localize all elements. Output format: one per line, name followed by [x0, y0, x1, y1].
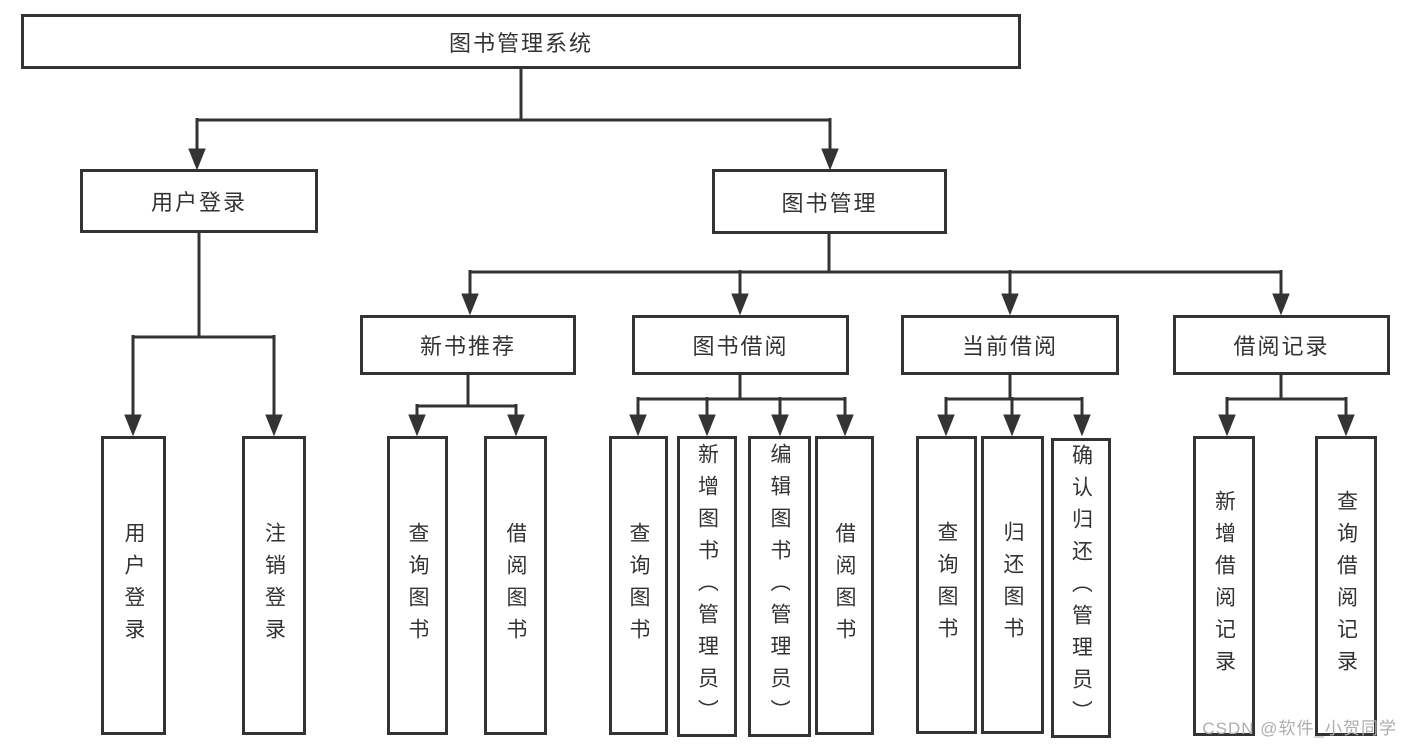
node-label: 新书推荐	[419, 334, 516, 359]
leaf-label: 查询图书	[628, 521, 649, 650]
leaf-edit-books-admin: 编辑图书（管理员）	[748, 436, 811, 737]
leaf-label: 归还图书	[1002, 521, 1023, 649]
node-label: 图书管理	[781, 190, 878, 216]
leaf-label: 确认归还（管理员）	[1070, 444, 1092, 732]
leaf-user-login: 用户登录	[101, 436, 166, 735]
leaf-borrow-books: 借阅图书	[815, 436, 874, 735]
leaf-label: 用户登录	[123, 521, 144, 650]
leaf-query-books-borrow: 查询图书	[609, 436, 668, 735]
node-label: 图书管理系统	[448, 30, 593, 56]
node-book-borrow: 图书借阅	[632, 315, 849, 375]
node-label: 当前借阅	[961, 334, 1058, 359]
node-label: 借阅记录	[1233, 334, 1330, 359]
leaf-add-borrow-record: 新增借阅记录	[1193, 436, 1255, 736]
leaf-label: 借阅图书	[505, 521, 526, 650]
node-label: 图书借阅	[692, 334, 789, 359]
leaf-borrow-books-recommend: 借阅图书	[484, 436, 547, 735]
leaf-label: 查询借阅记录	[1335, 490, 1357, 682]
leaf-label: 新增借阅记录	[1213, 490, 1235, 682]
leaf-label: 编辑图书（管理员）	[769, 442, 790, 731]
leaf-return-books: 归还图书	[981, 436, 1044, 734]
leaf-query-books-current: 查询图书	[916, 436, 977, 734]
node-borrow-records: 借阅记录	[1173, 315, 1390, 375]
node-user-login: 用户登录	[80, 169, 318, 233]
leaf-label: 新增图书（管理员）	[696, 442, 718, 731]
node-book-management: 图书管理	[712, 169, 947, 234]
leaf-query-books-recommend: 查询图书	[387, 436, 448, 735]
leaf-query-borrow-record: 查询借阅记录	[1315, 436, 1377, 736]
leaf-label: 借阅图书	[834, 521, 855, 650]
leaf-label: 查询图书	[407, 521, 428, 650]
node-library-management-system: 图书管理系统	[21, 14, 1021, 69]
node-current-borrow: 当前借阅	[901, 315, 1119, 375]
leaf-label: 注销登录	[263, 521, 285, 650]
leaf-add-books-admin: 新增图书（管理员）	[677, 436, 737, 737]
leaf-confirm-return-admin: 确认归还（管理员）	[1051, 438, 1111, 738]
leaf-label: 查询图书	[936, 521, 957, 649]
node-label: 用户登录	[150, 190, 247, 215]
node-new-book-recommend: 新书推荐	[360, 315, 576, 375]
leaf-logout: 注销登录	[242, 436, 306, 735]
